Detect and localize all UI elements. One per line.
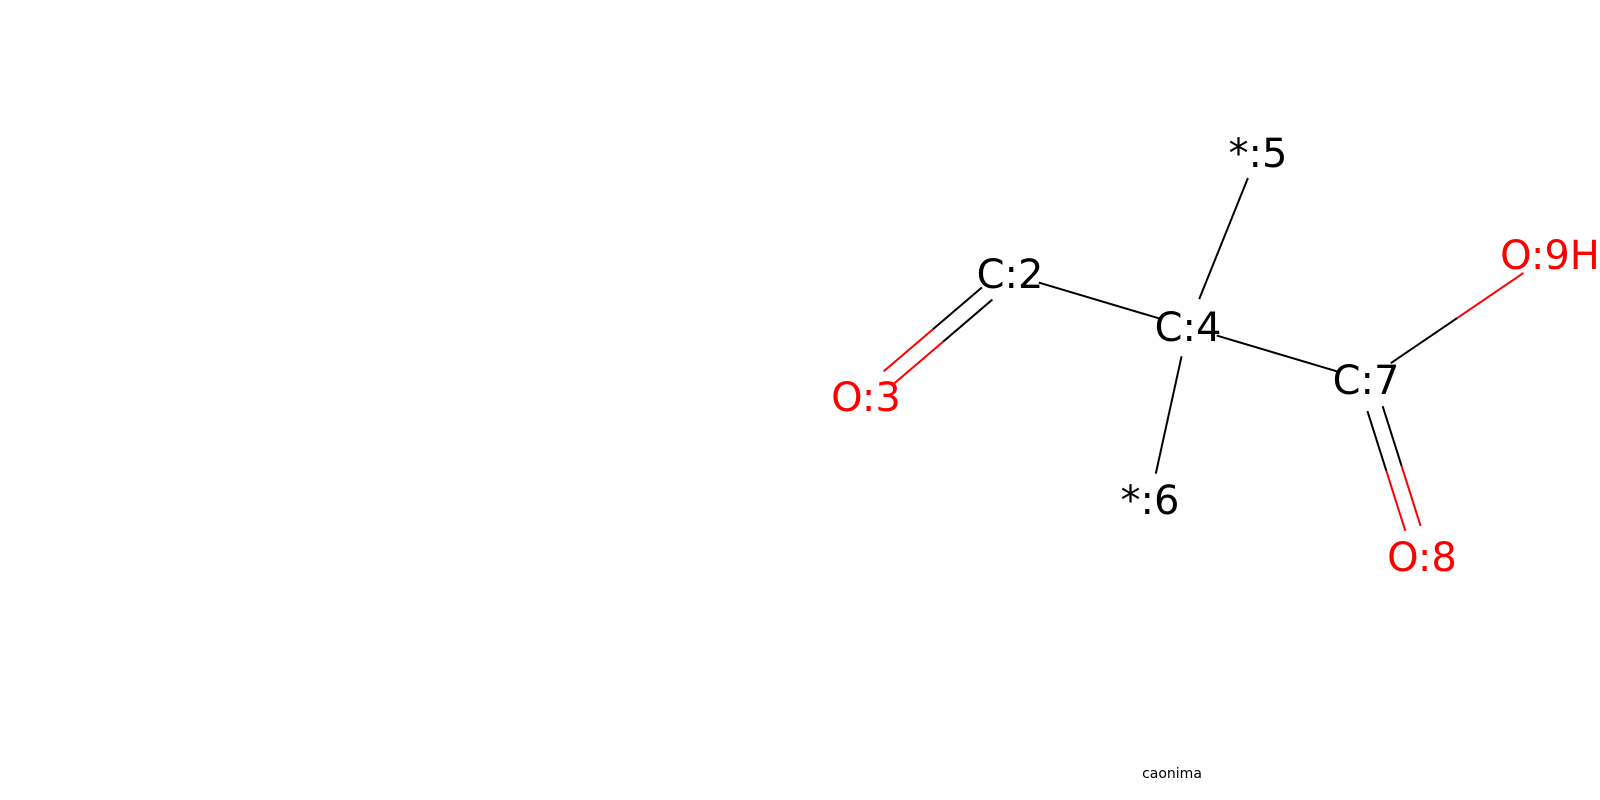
bond-c7-o8-line-1-half-a <box>1366 410 1388 472</box>
atom-label-c4: C:4 <box>1155 305 1222 351</box>
atom-label-c2: C:2 <box>977 252 1044 298</box>
bond-c2-c4 <box>1038 281 1160 320</box>
bond-c2-o3-line-1-half-b <box>882 328 934 373</box>
bond-c7-o8-line-2-half-b <box>1400 465 1422 527</box>
bond-c4-c7 <box>1216 334 1338 373</box>
bond-c4-s6 <box>1154 356 1183 474</box>
atoms-layer: C:2O:3 C:4 *:5 *:6 C:7O:8 O:9H <box>831 131 1600 581</box>
bond-c7-o8-line-2-half-a <box>1381 405 1403 467</box>
atom-label-o3: O:3 <box>831 375 901 421</box>
atom-label-o9: O:9H <box>1500 233 1600 279</box>
bond-c7-o9-half-a <box>1390 317 1458 364</box>
caption-text: caonima <box>1142 766 1202 782</box>
bonds-layer <box>882 177 1525 532</box>
bond-c2-o3-line-2-half-b <box>893 340 944 385</box>
bond-c7-o8-line-1-half-b <box>1385 470 1407 532</box>
atom-label-o8: O:8 <box>1387 535 1457 581</box>
atom-label-s6: *:6 <box>1121 478 1180 524</box>
atom-label-s5: *:5 <box>1229 131 1288 177</box>
bond-c2-o3-line-1-half-a <box>932 286 983 331</box>
atom-label-c7: C:7 <box>1333 358 1400 404</box>
bond-c7-o9-half-b <box>1456 272 1525 319</box>
bond-c4-s5 <box>1198 177 1249 300</box>
bond-c2-o3-line-2-half-a <box>942 298 994 343</box>
